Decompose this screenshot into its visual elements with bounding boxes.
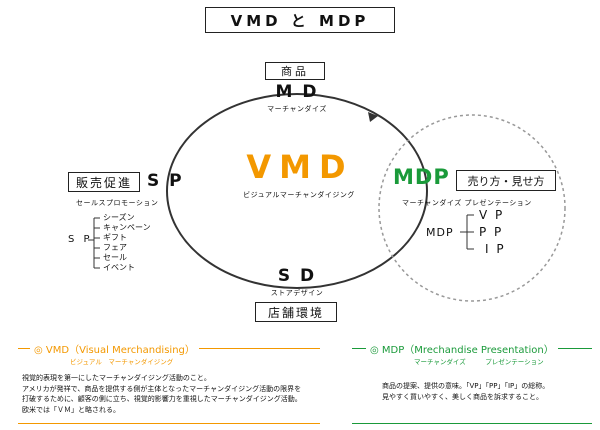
vmd-panel-line: 欧米では「ＶＭ」と略される。 <box>22 405 120 414</box>
vmd-panel-sub: ビジュアル マーチャンダイジング <box>70 358 174 366</box>
right-label: MDP <box>393 165 450 189</box>
mdp-list-item: I P <box>485 242 506 256</box>
center-label: VMD <box>246 148 354 186</box>
bottom-box: 店舗環境 <box>255 302 337 322</box>
mdp-panel-sub: マーチャンダイズ プレゼンテーション <box>414 358 544 366</box>
diagram-title: VMD と MDP <box>230 11 370 30</box>
right-box: 売り方・見せ方 <box>456 170 556 191</box>
sp-list-item: キャンペーン <box>103 223 151 232</box>
main-cycle-ellipse <box>166 93 428 289</box>
mdp-panel-line: 商品の提案、提供の意味。「VP」「PP」「IP」の総称。 <box>382 382 550 390</box>
left-box: 販売促進 <box>68 172 140 192</box>
bottom-box-label: 店舗環境 <box>267 305 324 320</box>
mdp-dashed-circle <box>378 114 566 302</box>
mdp-panel-line: 見やすく買いやすく、美しく商品を訴求すること。 <box>382 392 543 401</box>
bottom-sub: ストアデザイン <box>270 289 324 297</box>
mdp-list-bracket <box>460 214 474 250</box>
sp-list-item: ギフト <box>103 233 127 242</box>
vmd-panel: ◎ VMD（Visual Merchandising） ビジュアル マーチャンダ… <box>18 341 320 424</box>
vmd-panel-body: 視覚的表現を第一にしたマーチャンダイジング活動のこと。 アメリカが発祥で、商品を… <box>22 373 302 415</box>
sp-list: シーズン キャンペーン ギフト フェア セール イベント <box>103 212 151 273</box>
sp-list-item: シーズン <box>103 213 135 222</box>
right-sub: マーチャンダイズ プレゼンテーション <box>402 199 532 207</box>
mdp-panel-title: ◎ MDP（Mrechandise Presentation） <box>366 341 558 356</box>
mdp-list-item: P P <box>479 225 504 239</box>
mdp-panel: ◎ MDP（Mrechandise Presentation） マーチャンダイズ… <box>352 341 592 424</box>
top-box: 商品 <box>265 62 325 80</box>
left-label: S P <box>147 171 184 191</box>
center-sub: ビジュアルマーチャンダイジング <box>243 191 355 199</box>
left-sub: セールスプロモーション <box>76 199 159 207</box>
bottom-label: S D <box>277 266 317 286</box>
top-box-label: 商品 <box>281 65 309 78</box>
cycle-arrow-head <box>368 112 378 122</box>
vmd-panel-line: 打破するために、顧客の側に立ち、視覚的影響力を重視したマーチャンダイジング活動。 <box>22 395 302 403</box>
top-label: M D <box>275 82 319 102</box>
sp-list-item: フェア <box>103 243 127 252</box>
mdp-panel-body: 商品の提案、提供の意味。「VP」「PP」「IP」の総称。 見やすく買いやすく、美… <box>382 381 549 402</box>
sp-list-item: セール <box>103 253 127 262</box>
mdp-list-item: V P <box>479 208 505 222</box>
mdp-list-label: MDP <box>426 226 454 239</box>
left-box-label: 販売促進 <box>75 175 132 190</box>
right-box-label: 売り方・見せ方 <box>467 174 545 188</box>
top-sub: マーチャンダイズ <box>267 105 327 113</box>
vmd-panel-line: アメリカが発祥で、商品を提供する側が主体となったマーチャンダイジング活動の限界を <box>22 384 302 393</box>
sp-list-label: S P <box>68 234 93 245</box>
sp-list-bracket <box>88 217 100 269</box>
sp-list-item: イベント <box>103 263 135 272</box>
vmd-panel-title: ◎ VMD（Visual Merchandising） <box>30 341 199 356</box>
mdp-list: V P P P I P <box>479 207 506 258</box>
vmd-panel-line: 視覚的表現を第一にしたマーチャンダイジング活動のこと。 <box>22 374 211 382</box>
diagram-title-box: VMD と MDP <box>205 7 395 33</box>
